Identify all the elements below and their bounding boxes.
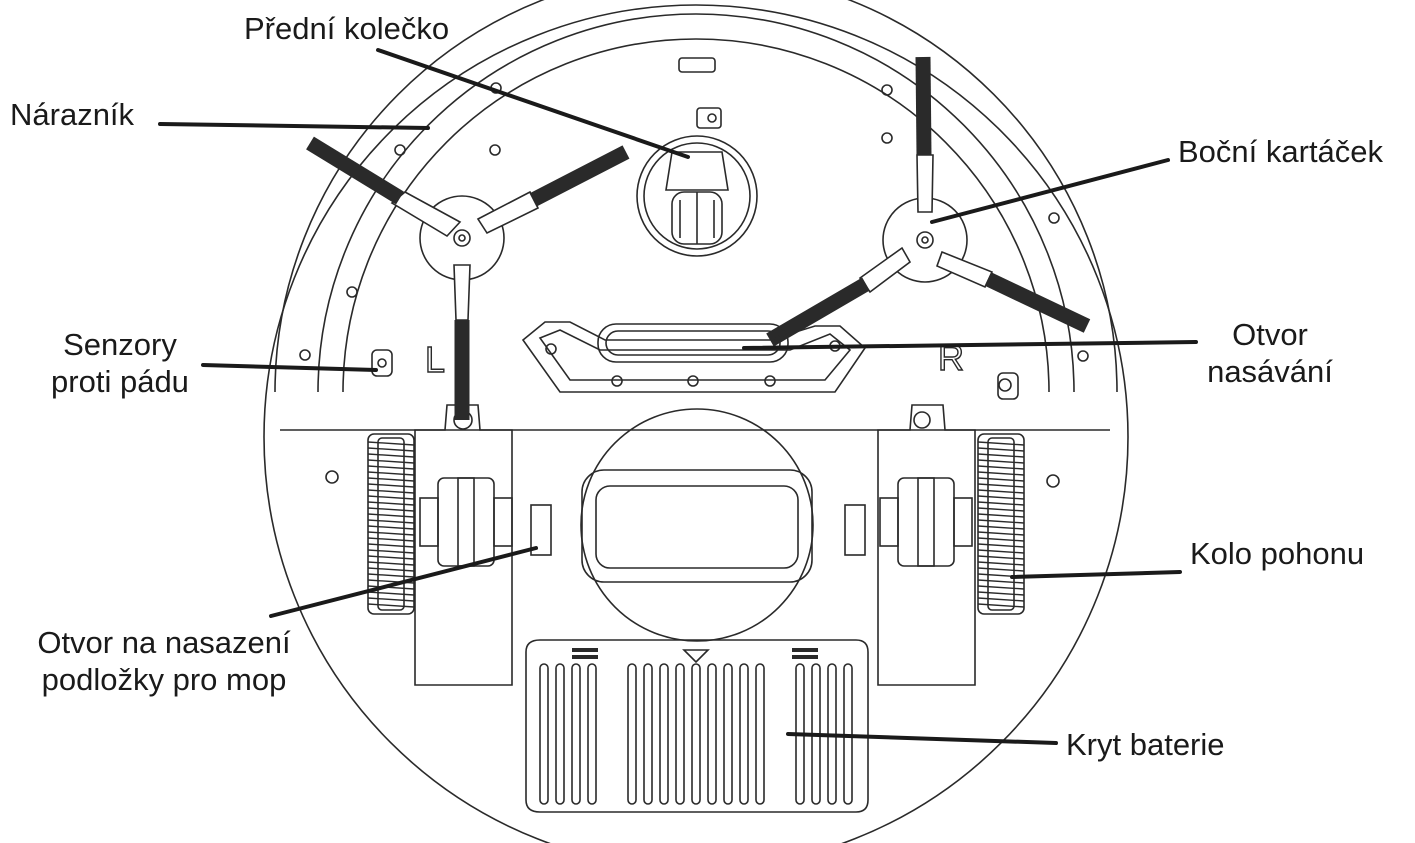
bumper-top-tab <box>678 57 716 73</box>
right-drive-wheel <box>877 404 1025 686</box>
label-battery-cover: Kryt baterie <box>1066 727 1225 762</box>
screws <box>299 82 1089 488</box>
label-front-wheel: Přední kolečko <box>244 11 450 46</box>
bumper-inner-edge <box>317 13 1075 393</box>
bumper-rim <box>342 38 1050 393</box>
right-side-brush <box>766 56 1091 347</box>
bumper-outer-edge <box>274 0 1118 393</box>
label-mop-slot: Otvor na nasazení podložky pro mop <box>37 625 291 697</box>
left-marking: L <box>425 339 445 380</box>
leader-lines <box>158 48 1198 745</box>
leader-drive-wheel <box>1010 570 1182 579</box>
leader-cliff-sensors <box>201 363 378 372</box>
left-drive-wheel <box>367 404 513 686</box>
label-suction-opening: Otvor nasávání <box>1207 317 1333 389</box>
left-side-brush <box>306 136 630 430</box>
label-drive-wheel: Kolo pohonu <box>1190 536 1365 571</box>
outer-shell <box>263 4 1129 843</box>
label-cliff-sensors: Senzory proti pádu <box>51 327 189 399</box>
mop-attachment-slots <box>530 504 866 556</box>
cliff-sensor-mounts <box>371 349 1019 400</box>
label-side-brush: Boční kartáček <box>1178 134 1384 169</box>
central-cover <box>580 408 814 642</box>
suction-opening-frame <box>521 321 867 393</box>
leader-front-wheel <box>376 48 690 159</box>
leader-battery-cover <box>786 732 1058 745</box>
battery-cover <box>525 639 869 813</box>
leader-side-brush <box>930 158 1170 224</box>
leader-mop-slot <box>269 546 538 618</box>
leader-suction-opening <box>742 340 1198 350</box>
front-caster-wheel <box>636 107 758 257</box>
label-bumper: Nárazník <box>10 97 135 132</box>
leader-bumper <box>158 122 430 130</box>
